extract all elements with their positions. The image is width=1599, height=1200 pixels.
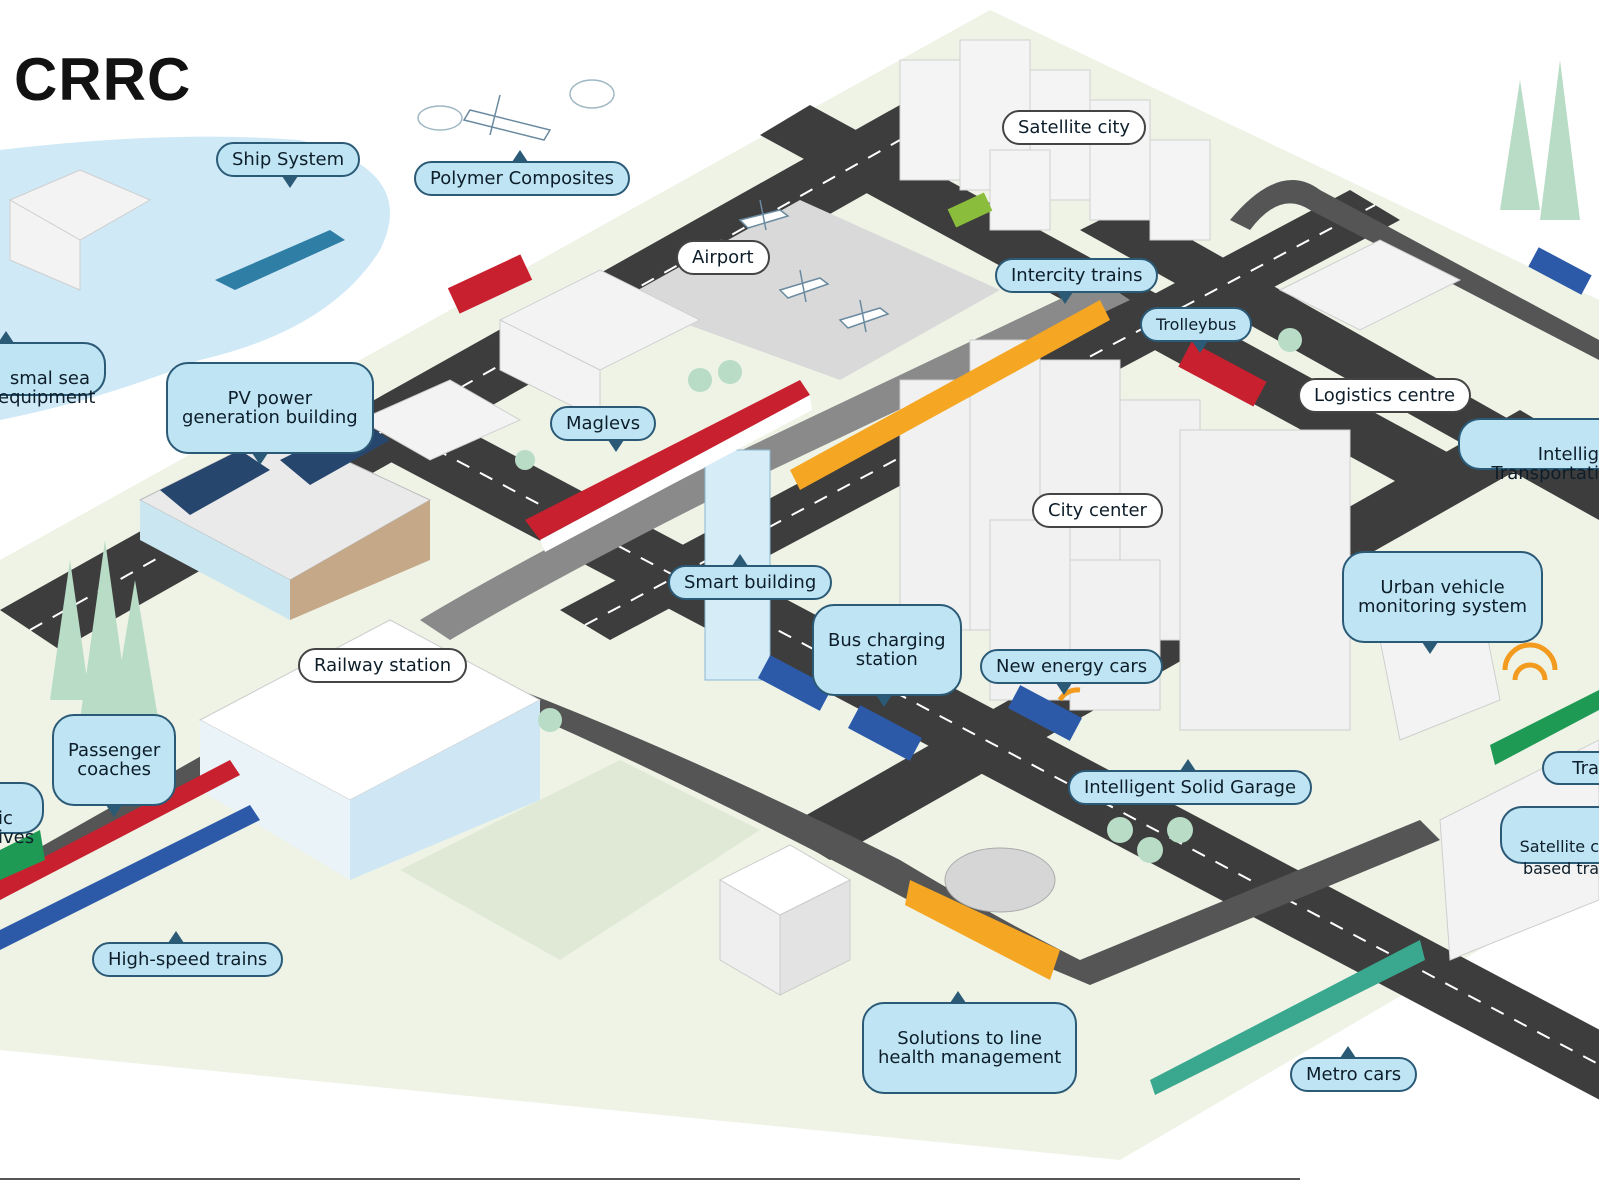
callout-pv-power-label: PV power generation building [182, 388, 358, 428]
callout-intelligent-transportation-label: Intellig Transportati [1491, 444, 1599, 484]
callout-high-speed-trains: High-speed trains [92, 931, 284, 977]
callout-satellite-city-label: Satellite city [1018, 117, 1131, 138]
callout-logistics-centre: Logistics centre [1298, 378, 1472, 413]
callout-line-health-management-label: Solutions to line health management [878, 1028, 1062, 1068]
callout-trams-label: Tra [1572, 758, 1599, 779]
callout-smart-building-label: Smart building [684, 572, 817, 593]
callout-passenger-coaches: Passenger coaches [52, 714, 177, 817]
passenger-coaches-train [0, 760, 240, 900]
callout-satellite-based-train-control: Satellite c based tra [1500, 806, 1599, 878]
callout-railway-station-label: Railway station [314, 655, 452, 676]
tree-icons [50, 60, 1580, 863]
callout-intercity-trains: Intercity trains [995, 258, 1159, 304]
callout-ship-system-label: Ship System [232, 149, 345, 170]
callout-intelligent-solid-garage: Intelligent Solid Garage [1068, 759, 1313, 805]
callout-airport-label: Airport [692, 247, 754, 268]
callout-intelligent-transportation: Intellig Transportati [1458, 418, 1599, 483]
intercity-train [790, 300, 1110, 490]
callout-pv-power: PV power generation building [166, 362, 374, 465]
high-speed-train [0, 805, 260, 950]
callout-sea-equipment-label: smal sea equipment [0, 368, 96, 408]
callout-trolleybus: Trolleybus [1140, 307, 1253, 353]
truck-green [947, 192, 993, 228]
callout-urban-vehicle-monitoring: Urban vehicle monitoring system [1342, 551, 1544, 654]
train-icons [0, 192, 1599, 1095]
white-block-building [718, 844, 852, 996]
callout-high-speed-trains-label: High-speed trains [108, 949, 268, 970]
callout-logistics-centre-label: Logistics centre [1314, 385, 1456, 406]
maintenance-train [905, 880, 1060, 980]
callout-maglevs-label: Maglevs [566, 413, 641, 434]
callout-bus-charging-station-label: Bus charging station [828, 630, 946, 670]
callout-urban-vehicle-monitoring-label: Urban vehicle monitoring system [1358, 577, 1528, 617]
callout-satellite-city: Satellite city [1002, 110, 1147, 145]
bus-blue-2 [847, 705, 923, 761]
bus-blue-1 [757, 655, 833, 711]
trolleybus-right [1178, 341, 1267, 407]
callout-smart-building: Smart building [668, 554, 833, 600]
callout-metro-cars-label: Metro cars [1306, 1064, 1402, 1085]
callout-new-energy-cars: New energy cars [980, 649, 1164, 695]
trolleybus-red [447, 254, 533, 314]
green-locomotive [0, 830, 45, 880]
callout-city-center: City center [1032, 493, 1163, 528]
callout-satellite-based-train-control-label: Satellite c based tra [1519, 837, 1599, 878]
callout-intelligent-solid-garage-label: Intelligent Solid Garage [1084, 777, 1297, 798]
callout-polymer-composites: Polymer Composites [414, 150, 631, 196]
crrc-logo: CRRC [14, 46, 192, 113]
callout-maglevs: Maglevs [550, 406, 657, 452]
callout-electric-locomotives: ic ives [0, 782, 44, 847]
bottom-divider [0, 1178, 1300, 1180]
callout-line-health-management: Solutions to line health management [862, 991, 1078, 1094]
callout-trolleybus-label: Trolleybus [1156, 315, 1237, 334]
callout-polymer-composites-label: Polymer Composites [430, 168, 615, 189]
callout-metro-cars: Metro cars [1290, 1046, 1418, 1092]
ship-icon [215, 230, 345, 290]
callout-railway-station: Railway station [298, 648, 468, 683]
metro-train [1150, 940, 1425, 1095]
callout-passenger-coaches-label: Passenger coaches [68, 740, 161, 780]
callout-electric-locomotives-label: ic ives [0, 808, 35, 848]
callout-sea-equipment: smal sea equipment [0, 331, 106, 407]
roundabout [944, 847, 1056, 913]
callout-trams: Tra [1542, 751, 1599, 785]
city-center-buildings [899, 339, 1351, 731]
airplane-icons [462, 94, 890, 333]
callout-airport: Airport [676, 240, 770, 275]
plaza-park [400, 760, 760, 960]
bus-right-edge [1528, 247, 1592, 295]
tram [1490, 690, 1599, 765]
satellite-city-buildings [899, 39, 1211, 241]
new-energy-bus [1007, 685, 1083, 741]
cloud-icons [417, 79, 615, 131]
callout-bus-charging-station: Bus charging station [812, 604, 962, 707]
callout-ship-system: Ship System [216, 142, 361, 188]
callout-intercity-trains-label: Intercity trains [1011, 265, 1143, 286]
maglev-train [525, 380, 810, 540]
callout-city-center-label: City center [1048, 500, 1147, 521]
callout-new-energy-cars-label: New energy cars [996, 656, 1148, 677]
